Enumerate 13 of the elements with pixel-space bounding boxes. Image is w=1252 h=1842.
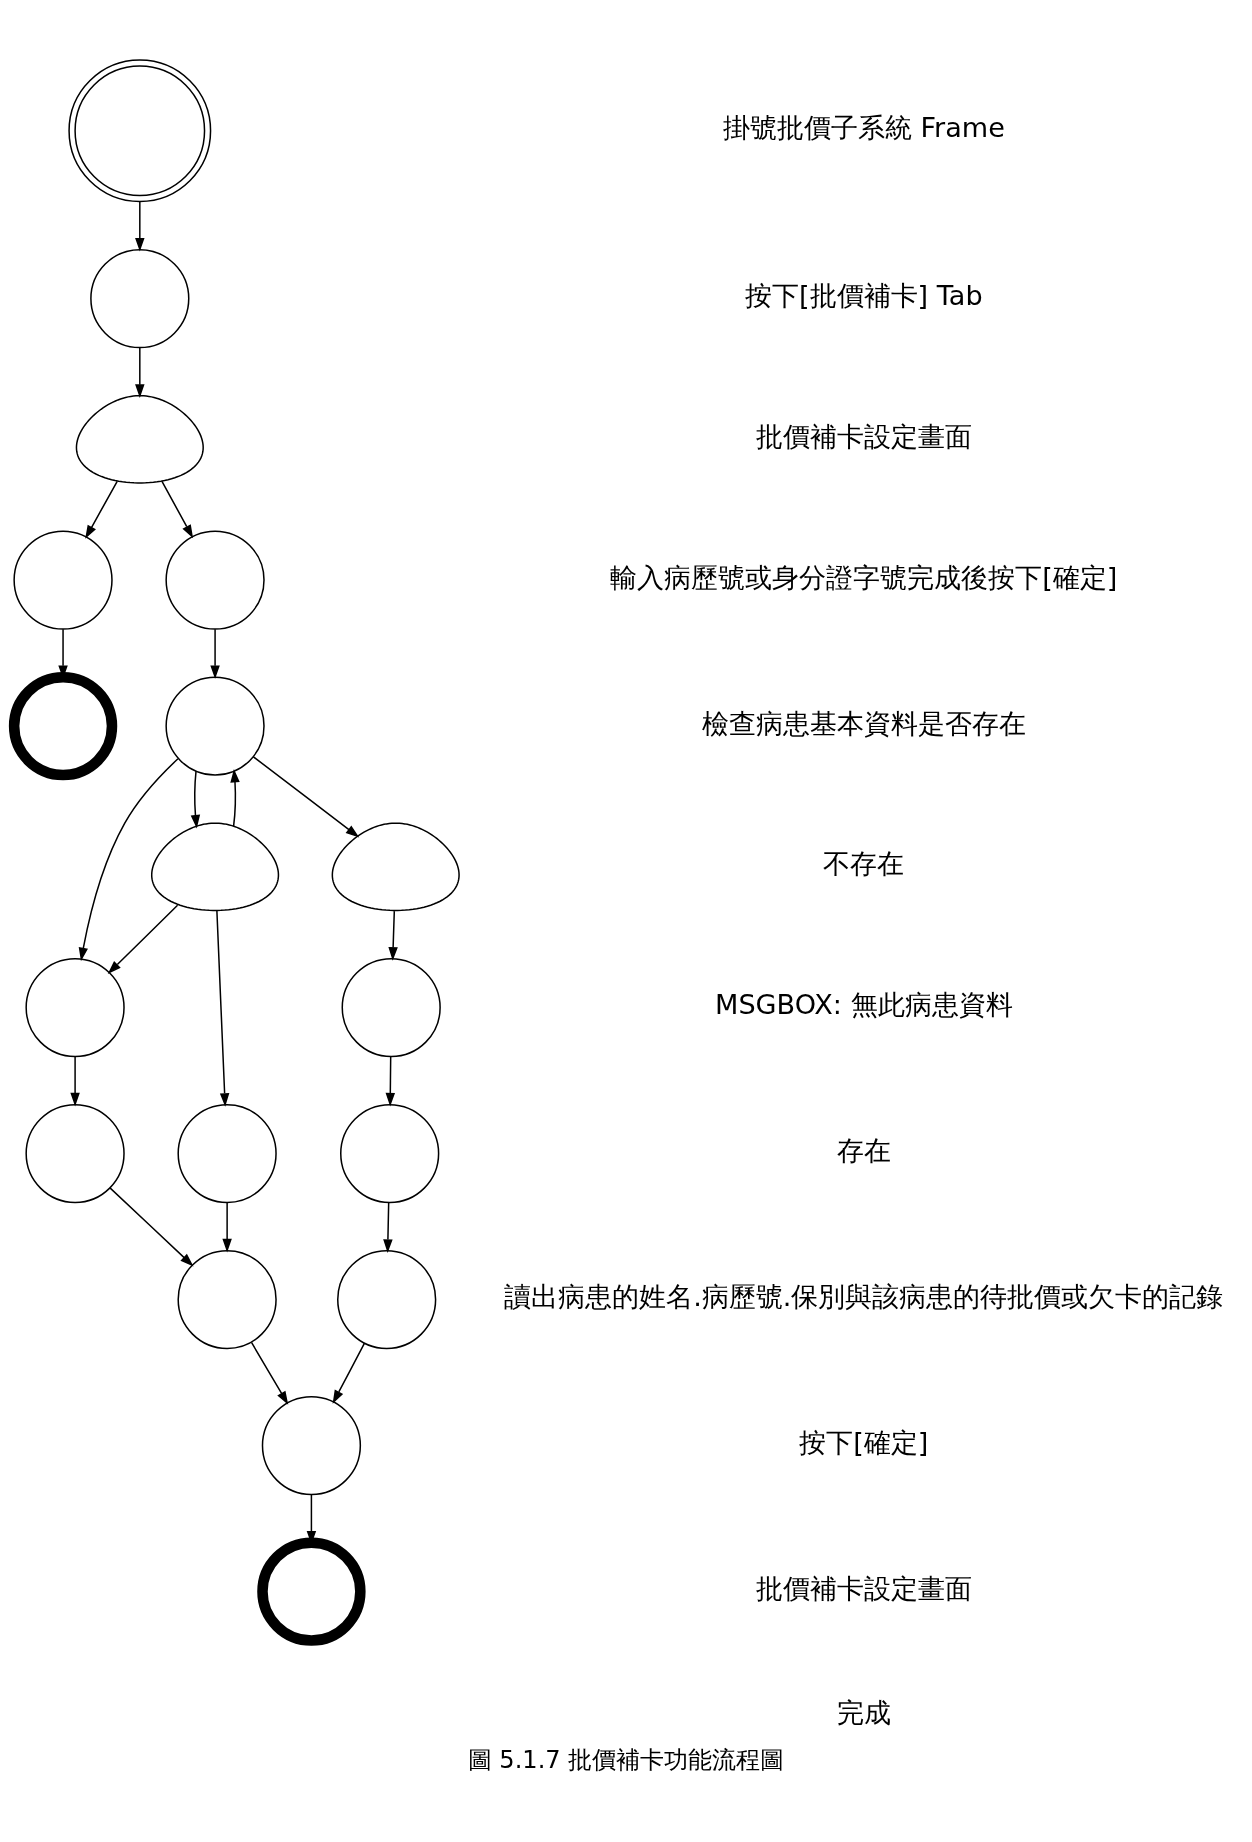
label: 輸入病歷號或身分證字號完成後按下[確定] <box>610 561 1118 593</box>
label: 掛號批價子系統 Frame <box>722 112 1005 144</box>
label: MSGBOX: 無此病患資料 <box>715 989 1013 1021</box>
label: 檢查病患基本資料是否存在 <box>701 707 1026 739</box>
label: 讀出病患的姓名.病歷號.保別與該病患的待批價或欠卡的記錄 <box>504 1281 1224 1313</box>
label: 批價補卡設定畫面 <box>755 1573 972 1605</box>
label: 按下[批價補卡] Tab <box>745 280 983 312</box>
caption: 圖 5.1.7 批價補卡功能流程圖 <box>467 1746 785 1775</box>
label: 完成 <box>836 1697 891 1729</box>
label: 存在 <box>836 1135 891 1167</box>
label: 按下[確定] <box>799 1427 929 1459</box>
label: 批價補卡設定畫面 <box>755 420 972 452</box>
label: 不存在 <box>823 848 905 880</box>
